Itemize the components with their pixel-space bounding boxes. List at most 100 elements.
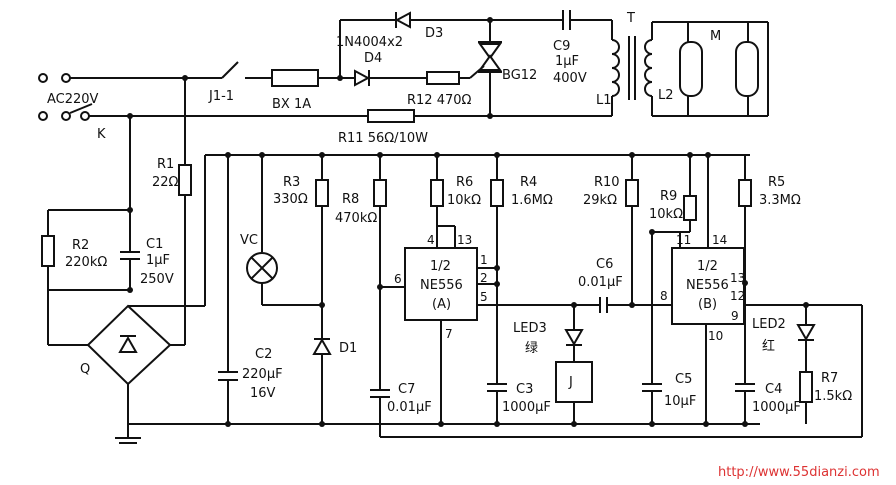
label-c3: C3: [516, 382, 533, 397]
pin-a7: 7: [445, 327, 453, 341]
ic-b-label-3: (B): [698, 297, 717, 312]
ic-b-label-1: 1/2: [697, 259, 718, 274]
pin-b8: 8: [660, 289, 668, 303]
resistor-r3: [315, 179, 329, 207]
label-c7-value: 0.01μF: [387, 400, 432, 415]
label-r4: R4: [520, 175, 537, 190]
label-c2-value: 220μF: [242, 367, 283, 382]
label-d1: D1: [339, 341, 357, 356]
label-r9-value: 10kΩ: [649, 207, 683, 222]
label-t: T: [626, 11, 635, 26]
label-c4-value: 1000μF: [752, 400, 801, 415]
label-c9: C9: [553, 39, 570, 54]
pin-a13: 13: [457, 233, 472, 247]
label-r7: R7: [821, 371, 838, 386]
resistor-r8: [373, 179, 387, 207]
watermark: http://www.55dianzi.com: [718, 465, 880, 480]
pin-a2: 2: [480, 271, 488, 285]
label-c1-voltage: 250V: [140, 272, 174, 287]
led3: [564, 329, 584, 347]
label-r10-value: 29kΩ: [583, 193, 617, 208]
label-r6: R6: [456, 175, 473, 190]
pin-b11: 11: [676, 233, 691, 247]
label-c6: C6: [596, 257, 613, 272]
label-r1-value: 22Ω: [152, 175, 179, 190]
pin-b12: 12: [730, 289, 745, 303]
label-k: K: [97, 127, 106, 142]
pin-b9: 9: [731, 309, 739, 323]
label-d3: D3: [425, 26, 443, 41]
diode-d4: [354, 69, 371, 87]
ic-a-label-1: 1/2: [430, 259, 451, 274]
label-q: Q: [80, 362, 90, 377]
label-c1: C1: [146, 237, 163, 252]
label-r5-value: 3.3MΩ: [759, 193, 801, 208]
label-r7-value: 1.5kΩ: [814, 389, 852, 404]
label-r10: R10: [594, 175, 620, 190]
label-r8-value: 470kΩ: [335, 211, 377, 226]
resistor-r12: [426, 71, 460, 85]
label-led2: LED2: [752, 317, 786, 332]
label-j: J: [568, 375, 573, 390]
label-c3-value: 1000μF: [502, 400, 551, 415]
label-led3-color: 绿: [525, 341, 538, 356]
label-r11: R11 56Ω/10W: [338, 131, 428, 146]
label-r6-value: 10kΩ: [447, 193, 481, 208]
fluorescent-lamps-m: [652, 21, 769, 117]
ic-ne556-b: [671, 247, 745, 325]
ic-a-label-2: NE556: [420, 278, 463, 293]
diode-d1: [312, 337, 332, 355]
resistor-r10: [625, 179, 639, 207]
label-c2: C2: [255, 347, 272, 362]
label-c2-voltage: 16V: [250, 386, 276, 401]
label-r3: R3: [283, 175, 300, 190]
label-bg12: BG12: [502, 68, 537, 83]
resistor-r9: [683, 195, 697, 221]
resistor-r11: [367, 109, 415, 123]
label-l2: L2: [658, 88, 674, 103]
label-r2: R2: [72, 238, 89, 253]
bridge-rectifier-q: [86, 304, 172, 438]
label-c9-value: 1μF: [555, 54, 579, 69]
label-l1: L1: [596, 93, 612, 108]
fuse-bx: [271, 69, 319, 87]
pin-a4: 4: [427, 233, 435, 247]
label-r2-value: 220kΩ: [65, 255, 107, 270]
relay-contact-j1-1: [221, 61, 239, 79]
resistor-r6: [430, 179, 444, 207]
junction-dots: [127, 17, 809, 427]
resistor-r5: [738, 179, 752, 207]
diode-d3: [394, 11, 411, 29]
triac-bg12: [469, 20, 502, 116]
label-c6-value: 0.01μF: [578, 275, 623, 290]
label-c5: C5: [675, 372, 692, 387]
label-bx: BX 1A: [272, 97, 311, 112]
label-vc: VC: [240, 233, 258, 248]
pin-b13: 13: [730, 271, 745, 285]
led2: [796, 324, 816, 342]
transformer-t: [490, 20, 653, 117]
label-ac: AC220V: [47, 92, 99, 107]
label-c4: C4: [765, 382, 782, 397]
label-r8: R8: [342, 192, 359, 207]
pin-a6: 6: [394, 272, 402, 286]
resistor-r1: [178, 164, 192, 196]
label-r1: R1: [157, 157, 174, 172]
label-led2-color: 红: [762, 338, 775, 354]
pin-b10: 10: [708, 329, 723, 343]
resistor-r7: [799, 371, 813, 403]
label-r4-value: 1.6MΩ: [511, 193, 553, 208]
ic-a-label-3: (A): [432, 297, 451, 312]
label-c5-value: 10μF: [664, 394, 696, 409]
relay-coil-j: [555, 361, 593, 403]
resistor-r2: [41, 235, 55, 267]
pin-a1: 1: [480, 253, 488, 267]
label-1n4004: 1N4004x2: [336, 35, 403, 50]
mains-input: [38, 73, 490, 121]
label-r5: R5: [768, 175, 785, 190]
label-led3: LED3: [513, 321, 547, 336]
label-c9-voltage: 400V: [553, 71, 587, 86]
label-r3-value: 330Ω: [273, 192, 308, 207]
pin-b14: 14: [712, 233, 727, 247]
